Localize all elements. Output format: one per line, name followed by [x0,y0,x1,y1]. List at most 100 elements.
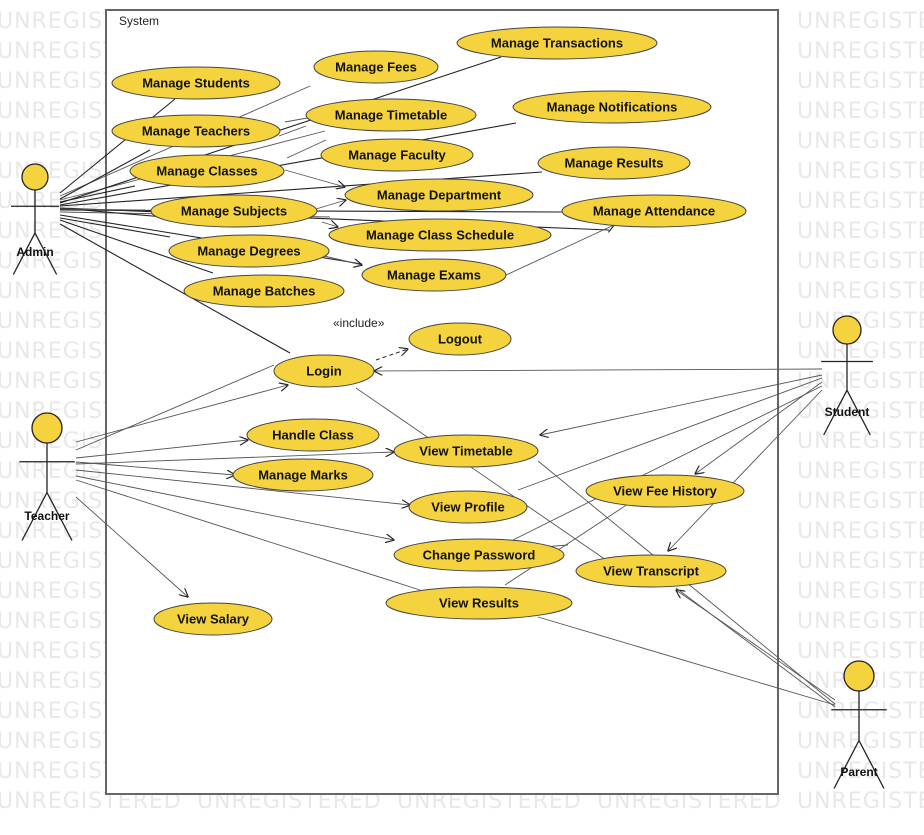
use-case-view-fee-history[interactable]: View Fee History [585,474,745,508]
association-line [512,385,823,541]
use-case-label: Manage Attendance [593,204,715,219]
watermark-text: UNREGISTERED [797,189,924,214]
use-case-label: View Profile [431,500,504,515]
use-case-manage-faculty[interactable]: Manage Faculty [320,138,474,172]
association-line [278,125,307,137]
association-line [75,461,235,475]
actor-teacher[interactable]: Teacher [19,412,75,541]
use-case-ellipse [585,474,745,508]
stick-figure-icon [10,190,60,275]
use-case-manage-teachers[interactable]: Manage Teachers [111,114,281,148]
actor-student[interactable]: Student [821,315,873,436]
association-line [59,122,517,206]
use-case-view-transcript[interactable]: View Transcript [575,554,727,588]
watermark-text: UNREGISTERED [797,579,924,604]
watermark-text: UNREGISTERED [797,549,924,574]
association-line [315,200,346,210]
use-case-view-timetable[interactable]: View Timetable [393,434,539,468]
use-case-view-profile[interactable]: View Profile [408,490,528,524]
actor-head-icon [21,163,49,191]
use-case-ellipse [305,98,477,132]
use-case-manage-marks[interactable]: Manage Marks [232,458,374,492]
watermark-text: UNREGISTERED [797,729,924,754]
use-case-ellipse [313,50,439,84]
association-line [75,479,421,591]
use-case-view-salary[interactable]: View Salary [153,602,273,636]
association-line [59,98,176,194]
use-case-manage-fees[interactable]: Manage Fees [313,50,439,84]
use-case-ellipse [361,258,507,292]
association-line [59,56,502,204]
use-case-manage-results[interactable]: Manage Results [537,146,691,180]
association-line [321,222,338,227]
use-case-manage-department[interactable]: Manage Department [344,178,534,212]
use-case-manage-degrees[interactable]: Manage Degrees [168,234,330,268]
use-case-ellipse [512,90,712,124]
use-case-manage-batches[interactable]: Manage Batches [183,274,345,308]
use-case-manage-notifications[interactable]: Manage Notifications [512,90,712,124]
use-case-label: View Fee History [613,484,718,499]
use-case-manage-transactions[interactable]: Manage Transactions [456,26,658,60]
use-case-label: View Results [439,596,519,611]
use-case-ellipse [575,554,727,588]
use-case-manage-subjects[interactable]: Manage Subjects [150,194,318,228]
use-case-manage-exams[interactable]: Manage Exams [361,258,507,292]
association-line [374,369,823,371]
use-case-ellipse [111,114,281,148]
use-case-label: Handle Class [272,428,354,443]
use-case-label: Manage Transactions [491,36,623,51]
association-line [319,254,362,265]
use-case-label: Logout [438,332,483,347]
use-case-ellipse [168,234,330,268]
use-case-ellipse [246,418,380,452]
watermark-text: UNREGISTERED [797,399,924,424]
use-case-label: Manage Classes [156,164,257,179]
association-line [59,208,146,211]
use-case-ellipse [344,178,534,212]
use-case-label: Manage Department [377,188,502,203]
use-case-handle-class[interactable]: Handle Class [246,418,380,452]
use-case-label: Manage Marks [258,468,348,483]
actor-parent[interactable]: Parent [831,660,887,789]
association-line [59,185,136,203]
use-case-manage-attendance[interactable]: Manage Attendance [561,194,747,228]
use-case-ellipse [408,490,528,524]
use-case-label: Manage Batches [213,284,316,299]
use-case-manage-classes[interactable]: Manage Classes [129,154,285,188]
use-case-view-results[interactable]: View Results [385,586,573,620]
use-case-manage-timetable[interactable]: Manage Timetable [305,98,477,132]
watermark-text: UNREGISTERED [797,339,924,364]
watermark-text: UNREGISTERED [797,789,924,814]
use-case-manage-class-schedule[interactable]: Manage Class Schedule [328,218,552,252]
use-case-change-password[interactable]: Change Password [393,538,565,572]
use-case-logout[interactable]: Logout [408,322,512,356]
system-label: System [119,14,159,28]
actor-admin[interactable]: Admin [10,163,60,275]
use-case-ellipse [153,602,273,636]
association-line [695,381,823,474]
use-case-login[interactable]: Login [273,354,375,388]
association-line [59,219,214,274]
watermark-text: UNREGISTERED [797,759,924,784]
use-case-manage-students[interactable]: Manage Students [111,66,281,100]
use-case-label: Manage Faculty [348,148,446,163]
use-case-ellipse [537,146,691,180]
association-line [75,469,410,505]
association-line [59,171,543,207]
association-line [75,385,288,443]
watermark-text: UNREGISTERED [797,249,924,274]
include-label: «include» [333,316,385,330]
use-case-ellipse [456,26,658,60]
actor-label: Student [825,405,870,419]
use-case-ellipse [183,274,345,308]
use-case-label: Manage Class Schedule [366,228,514,243]
association-line [668,389,823,551]
watermark-text: UNREGISTERED [797,9,924,34]
use-case-ellipse [150,194,318,228]
association-line [75,452,394,465]
association-line [75,440,248,459]
watermark-text: UNREGISTERED [797,99,924,124]
